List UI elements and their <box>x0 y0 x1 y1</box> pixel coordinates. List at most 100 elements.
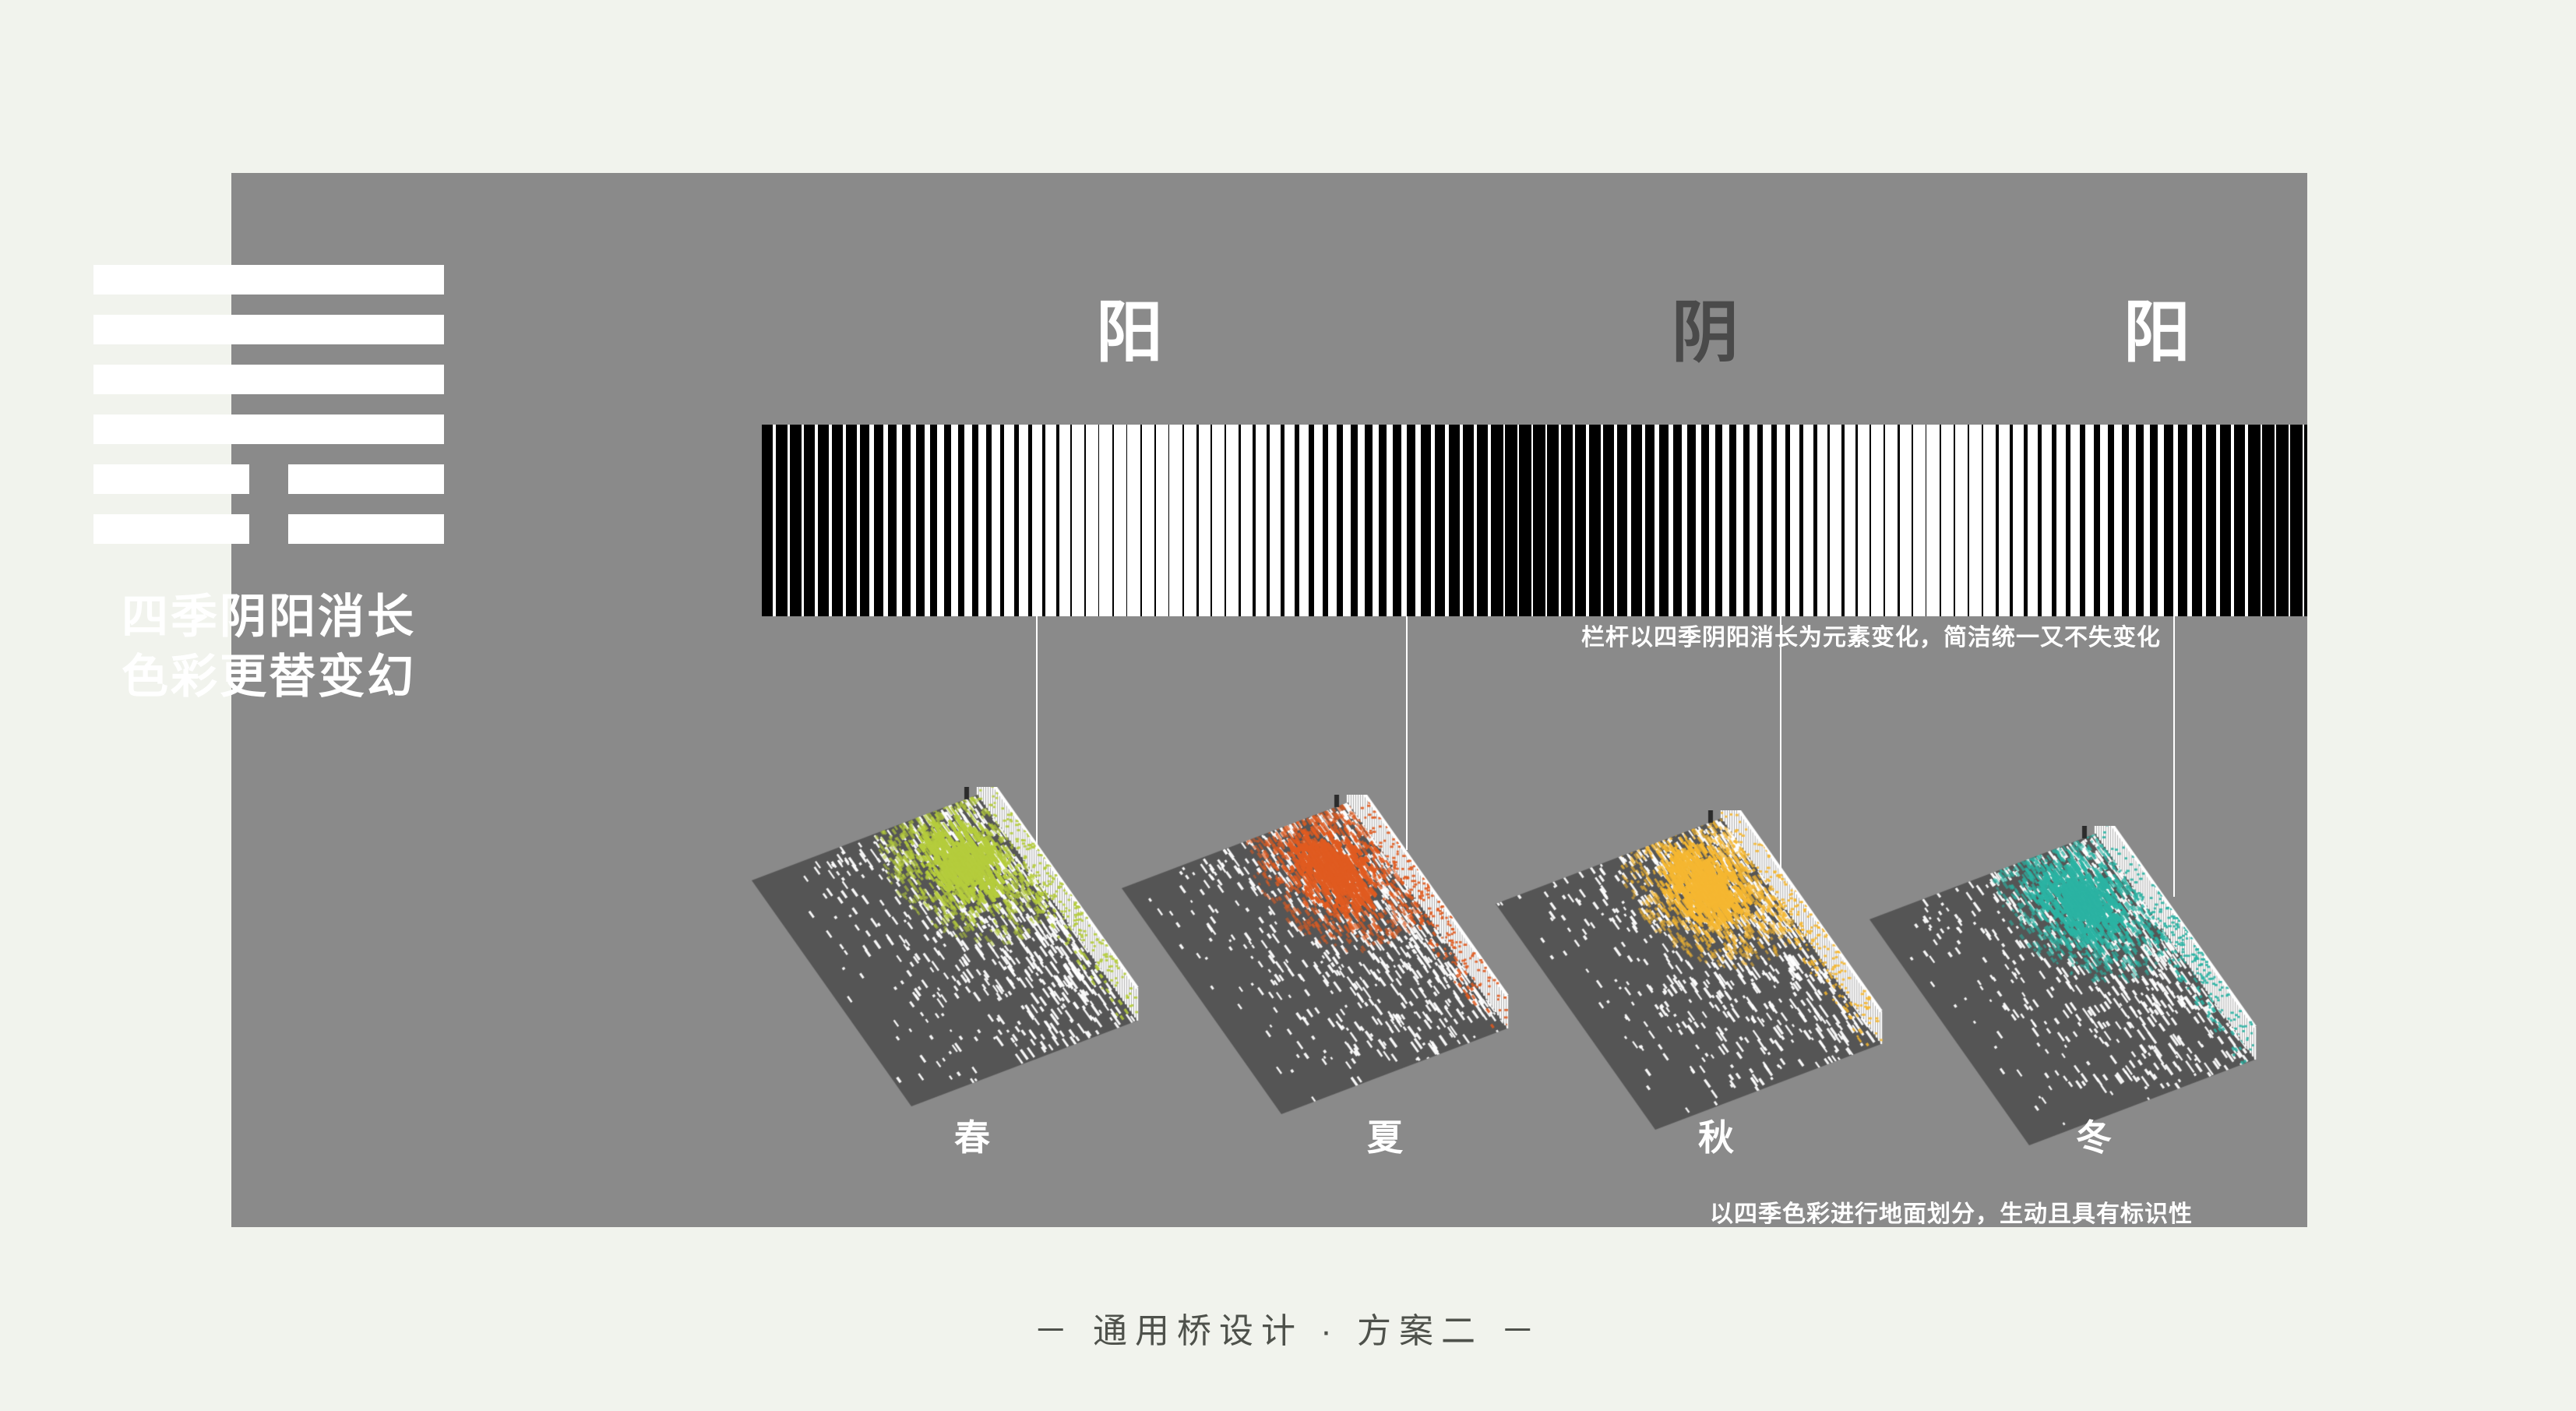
barcode-bar <box>1491 425 1503 616</box>
barcode-bar <box>1239 425 1241 616</box>
barcode-bar <box>1070 425 1072 616</box>
hexagram-line-yang-1 <box>93 265 444 295</box>
leader-line-冬 <box>2173 616 2175 897</box>
barcode-bar <box>1028 425 1032 616</box>
hexagram-line-yang-4 <box>93 414 444 444</box>
barcode-bar <box>1393 425 1402 616</box>
barcode-bar <box>1295 425 1300 616</box>
season-label-秋: 秋 <box>1698 1117 1734 1158</box>
barcode-bar <box>1210 425 1213 616</box>
barcode-bar <box>1940 425 1941 616</box>
barcode-bar <box>790 425 802 616</box>
barcode-bar <box>1841 425 1845 616</box>
bridge-deck-春 <box>744 787 1149 1122</box>
hexagram-segment <box>93 514 250 544</box>
barcode-bar <box>1898 425 1900 616</box>
barcode-bar <box>1547 425 1559 616</box>
barcode-bar <box>1351 425 1358 616</box>
barcode-bar <box>2080 425 2085 616</box>
brand-title: 四季阴阳消长 色彩更替变幻 <box>62 587 475 707</box>
barcode-bar <box>2052 425 2056 616</box>
barcode-bar <box>2262 425 2275 616</box>
barcode-bar <box>1771 425 1777 616</box>
footer-caption: － 通用桥设计 · 方案二 － <box>1033 1312 1543 1350</box>
season-label-冬: 冬 <box>2076 1117 2112 1158</box>
bridge-deck-render <box>744 787 1149 1122</box>
brand-title-line-1: 四季阴阳消长 <box>122 591 416 643</box>
barcode-bar <box>972 425 978 616</box>
barcode-bar <box>1589 425 1602 616</box>
barcode-bar <box>1659 425 1669 616</box>
phase-label-3: 阳 <box>2123 295 2190 370</box>
barcode-bar <box>2010 425 2013 616</box>
hexagram-segment <box>93 414 444 444</box>
barcode-bar <box>1309 425 1314 616</box>
leader-line-秋 <box>1780 616 1781 881</box>
barcode-bar <box>2066 425 2070 616</box>
barcode-bar <box>874 425 883 616</box>
barcode-bar <box>1785 425 1790 616</box>
barcode-bar <box>1631 425 1642 616</box>
phase-label-2: 阴 <box>1672 295 1739 370</box>
barcode-bar <box>1449 425 1460 616</box>
barcode-bar <box>2234 425 2246 616</box>
barcode-bar <box>2122 425 2130 616</box>
barcode-bar <box>1154 425 1156 616</box>
bridge-deck-render <box>1488 810 1893 1145</box>
barcode-bar <box>944 425 951 616</box>
barcode-bar <box>1225 425 1227 616</box>
barcode-bar <box>2290 425 2303 616</box>
barcode-bar <box>1098 425 1100 616</box>
barcode-bar <box>1533 425 1545 616</box>
leader-line-春 <box>1036 616 1038 850</box>
barcode-bar <box>1715 425 1723 616</box>
barcode-bar <box>958 425 964 616</box>
season-label-夏: 夏 <box>1367 1117 1403 1158</box>
barcode-bar <box>2038 425 2042 616</box>
barcode-bar <box>1757 425 1764 616</box>
barcode-bar <box>860 425 870 616</box>
barcode-bar <box>1799 425 1803 616</box>
barcode-bar <box>1042 425 1045 616</box>
barcode-bar <box>1281 425 1285 616</box>
bridge-deck-render <box>1862 826 2267 1161</box>
barcode-bar <box>1996 425 1999 616</box>
barcode-bar <box>1463 425 1474 616</box>
hexagram-icon <box>93 265 444 544</box>
leader-line-夏 <box>1406 616 1408 850</box>
phase-label-1: 阳 <box>1096 295 1163 370</box>
barcode-bar <box>2206 425 2216 616</box>
barcode-bar <box>2192 425 2202 616</box>
barcode-bar <box>2276 425 2289 616</box>
barcode-bar <box>1743 425 1750 616</box>
barcode-bar <box>1365 425 1373 616</box>
barcode-bar <box>1267 425 1270 616</box>
barcode-bar <box>832 425 843 616</box>
hexagram-segment <box>287 464 444 494</box>
barcode-bar <box>804 425 816 616</box>
railing-elevation-barcode <box>762 425 2307 616</box>
barcode-bar <box>776 425 788 616</box>
barcode-bar <box>2220 425 2231 616</box>
barcode-bar <box>1827 425 1831 616</box>
barcode-bar <box>1519 425 1531 616</box>
barcode-bar <box>1196 425 1199 616</box>
barcode-bar <box>1337 425 1344 616</box>
barcode-bar <box>1869 425 1872 616</box>
barcode-bar <box>1323 425 1328 616</box>
barcode-bar <box>1014 425 1019 616</box>
barcode-bar <box>1968 425 1970 616</box>
barcode-bar <box>762 425 774 616</box>
hexagram-line-yin-5 <box>93 464 444 494</box>
barcode-bar <box>1253 425 1256 616</box>
bridge-deck-冬 <box>1862 826 2267 1161</box>
identity-block: 四季阴阳消长 色彩更替变幻 <box>62 265 475 707</box>
barcode-bar <box>1168 425 1169 616</box>
ground-note: 以四季色彩进行地面划分，生动且具有标识性 <box>1710 1201 2193 1227</box>
barcode-bar <box>986 425 992 616</box>
barcode-bar <box>1687 425 1696 616</box>
barcode-bar <box>1673 425 1682 616</box>
hexagram-segment <box>93 464 250 494</box>
barcode-bar <box>2304 425 2307 616</box>
barcode-bar <box>1603 425 1615 616</box>
